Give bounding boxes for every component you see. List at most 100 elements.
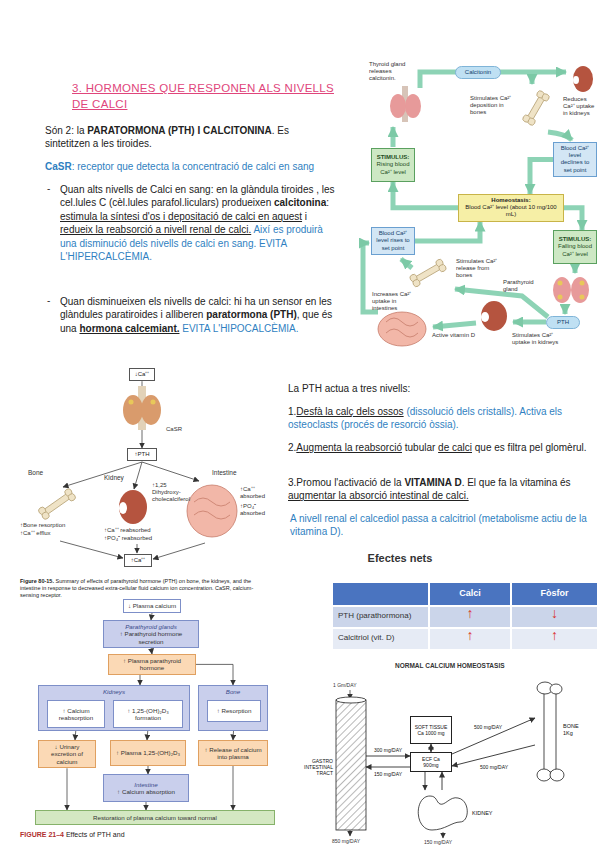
label: ↑1,25 Dihydroxy-cholecalciferol	[152, 482, 186, 504]
node-box: ↓ Urinary excretion of calcium	[38, 740, 96, 768]
parathyroid-gland	[580, 295, 585, 300]
label: 1 Gm/DAY	[333, 682, 373, 688]
node-text: BONE	[563, 723, 579, 730]
kidney-picture	[119, 490, 147, 524]
text-run: 1.	[288, 406, 296, 417]
paragraph: FIGURE 21–4 Effects of PTH and	[20, 830, 282, 839]
label: CaSR	[166, 426, 192, 433]
intestine-picture	[386, 318, 418, 337]
label: ↑Ca⁺⁺ reabsorbed	[104, 527, 174, 534]
kidney-outline	[418, 796, 467, 830]
node-text: ↓ Plasma calcium	[128, 602, 176, 609]
node-text: Homeostasis:	[491, 197, 530, 204]
kidney-hilum	[481, 312, 489, 322]
node-box: ↑ Resorption	[207, 700, 261, 722]
effect-arrow	[63, 462, 142, 487]
node-text: ↑ Plasma 1,25-(OH)₂D₃	[116, 749, 180, 756]
bone-picture	[541, 93, 551, 103]
node-text: ↓ Urinary excretion of calcium	[42, 743, 92, 765]
text-run: 3.Promou l'activació de la	[288, 477, 402, 488]
node-box: STIMULUS:Rising blood Ca²⁺ level	[371, 148, 415, 182]
connector	[564, 208, 582, 230]
bone-picture	[409, 258, 448, 288]
connector	[196, 664, 233, 685]
label: ↑Ca⁺⁺ efflux	[20, 530, 90, 537]
connector	[151, 613, 152, 620]
label: Efectes nets	[340, 552, 460, 565]
text-run: PARATORMONA (PTH) I CALCITONINA	[87, 125, 271, 136]
bone-picture	[412, 278, 422, 288]
node-box: ↑ Calcium reabsorption	[47, 700, 105, 728]
label: Fòsfor	[512, 588, 597, 599]
connector	[452, 745, 535, 766]
feedback-arrow	[363, 72, 575, 327]
kidney-hilum	[573, 76, 579, 84]
node-box: Restoration of plasma calcium toward nor…	[35, 810, 275, 825]
node-text: Restoration of plasma calcium toward nor…	[93, 814, 217, 821]
label: Calci	[430, 588, 510, 599]
text-run: EVITA L'HIPOCALCÈMIA.	[182, 323, 298, 334]
text-run: hormona calcemiant.	[79, 323, 179, 334]
node-box: BONE1Kg	[535, 680, 597, 780]
node-text: GASTRO INTESTINAL TRACT	[299, 758, 333, 776]
label: ↑	[512, 627, 597, 644]
node-text: Blood Ca²⁺ level declines to set point	[557, 145, 593, 174]
label: Thyroid gland releases calcitonin.	[369, 61, 413, 83]
bone-picture	[527, 117, 537, 127]
label: -	[47, 295, 55, 307]
node-text: ↑Ca⁺⁺	[131, 557, 146, 564]
node-text: ↑ Plasma parathyroid hormone	[112, 657, 192, 672]
label: Stimulates Ca²⁺ uptake in kidneys	[512, 332, 560, 346]
feedback-arrow	[530, 72, 535, 84]
effect-arrow	[350, 830, 351, 836]
bone-picture	[438, 263, 448, 273]
connector	[452, 718, 535, 754]
node-box: Bone↑ Resorption	[198, 685, 268, 731]
text-run: FIGURE 21–4	[20, 831, 64, 838]
node-text: Blood Ca²⁺ level rises to set point	[375, 230, 411, 252]
node-text: STIMULUS:	[559, 236, 592, 243]
effect-arrow	[134, 462, 142, 489]
paragraph: La PTH actua a tres nivells:	[288, 382, 590, 395]
label: PTH (parathormona)	[338, 611, 428, 621]
label: Calcitriol (vit. D)	[338, 633, 428, 643]
text-run: paratormona (PTH)	[206, 309, 297, 320]
intestine-picture	[187, 485, 237, 537]
femur	[550, 769, 564, 781]
node-text: Intestine	[134, 781, 157, 788]
text-run: CaSR	[45, 161, 72, 172]
node-box: Kidneys↑ Calcium reabsorption↑ 1,25-(OH)…	[38, 685, 190, 731]
label: 150 mg/DAY	[424, 839, 464, 845]
parathyroid-gland	[571, 277, 589, 303]
paragraph: 2.Augmenta la reabsorció tubular de calc…	[288, 441, 590, 454]
femur	[537, 769, 551, 781]
label: ↑	[430, 605, 510, 622]
text-run: Desfà la calç dels ossos	[296, 406, 403, 417]
feedback-arrow	[573, 266, 578, 273]
label: Increases Ca²⁺ uptake in intestines	[372, 291, 418, 313]
paragraph: Quan alts nivells de Calci en sang: en l…	[60, 183, 335, 263]
node-text: 1Kg	[563, 730, 573, 737]
gland-picture	[129, 400, 134, 405]
node-text: ↑ 1,25-(OH)₂D₃ formation	[117, 707, 179, 722]
label: Stimulates Ca²⁺ deposition in bones	[470, 95, 520, 117]
node-text: KIDNEY	[472, 810, 492, 817]
table-cell	[430, 583, 510, 605]
label: Kidney	[104, 474, 134, 482]
node-box: GASTRO INTESTINAL TRACT	[336, 700, 366, 830]
node-text: ↓Ca⁺⁺	[135, 371, 150, 378]
label: Active vitamin D	[432, 332, 476, 339]
feedback-arrow	[391, 127, 396, 147]
effect-arrow	[137, 544, 138, 553]
node-box: PTH	[546, 316, 580, 329]
node-text: Rising blood Ca²⁺ level	[375, 161, 411, 175]
label: ↓	[512, 605, 597, 622]
bone-picture	[67, 492, 77, 502]
text-run: de calci	[438, 442, 472, 453]
kidney-picture	[573, 66, 593, 92]
paragraph: 3.Promou l'activació de la VITAMINA D. E…	[288, 476, 590, 503]
node-box: ↓Ca⁺⁺	[129, 368, 155, 381]
text-run: que es filtra pel glomèrul.	[475, 442, 587, 453]
node-text: Calcitonin	[465, 69, 491, 76]
edge-label: 500 mg/DAY	[473, 724, 503, 730]
